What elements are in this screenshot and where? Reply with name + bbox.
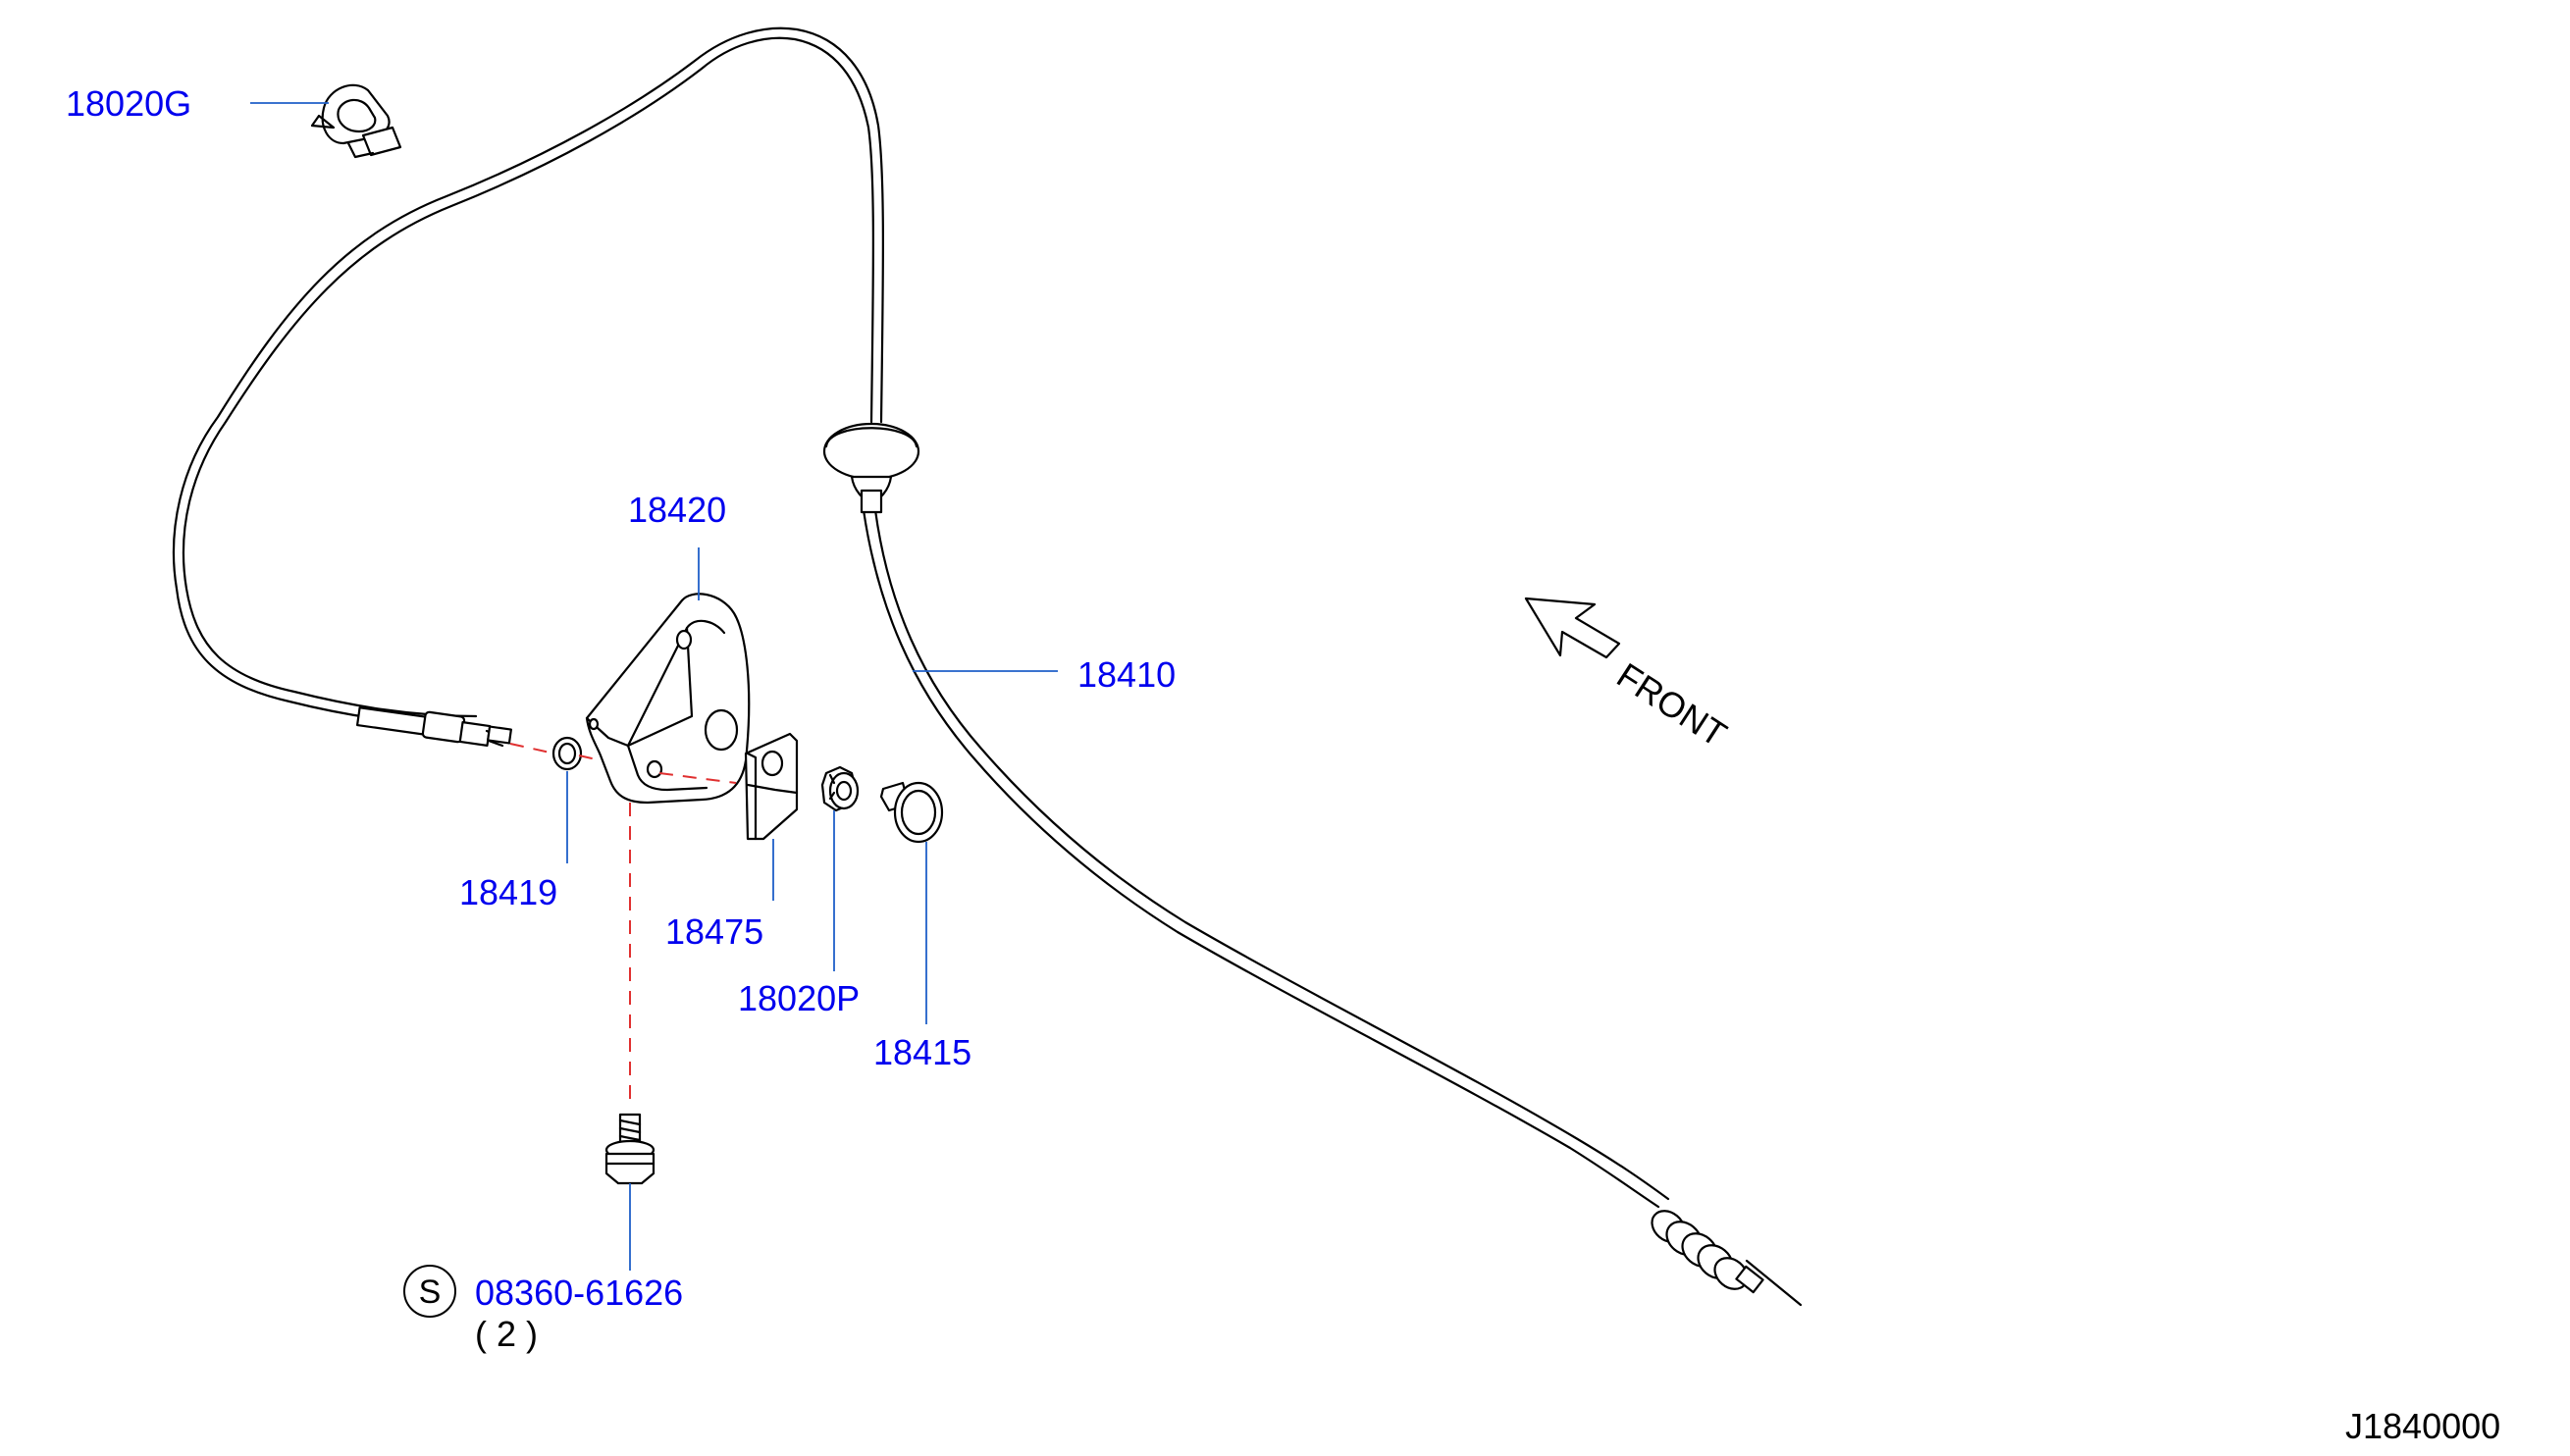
- accelerator-cable[interactable]: [172, 26, 1803, 1307]
- part-quantity-08360-61626: ( 2 ): [475, 1314, 538, 1354]
- part-label-18420[interactable]: 18420: [628, 490, 726, 530]
- part-label-18410[interactable]: 18410: [1077, 654, 1176, 695]
- bushing-18419[interactable]: [551, 736, 583, 771]
- cable-end-bellows: [1651, 1210, 1764, 1294]
- part-label-18419[interactable]: 18419: [459, 872, 557, 912]
- assembly-lines: [509, 743, 737, 1109]
- cable-grommet: [822, 422, 920, 514]
- part-label-18020p[interactable]: 18020P: [738, 978, 860, 1018]
- standard-part-symbol: S: [403, 1265, 456, 1318]
- stopper-18415[interactable]: [879, 781, 944, 844]
- part-label-18020g[interactable]: 18020G: [66, 83, 191, 124]
- leader-lines: [250, 102, 1058, 1271]
- front-label: FRONT: [1610, 654, 1734, 754]
- bolt-08360-61626[interactable]: [604, 1113, 656, 1185]
- cable-end-fitting: [355, 706, 512, 748]
- part-label-18475[interactable]: 18475: [665, 911, 763, 952]
- part-label-08360-61626[interactable]: 08360-61626: [475, 1273, 683, 1313]
- front-arrow-icon: [1524, 597, 1621, 659]
- bracket-18420[interactable]: [585, 593, 751, 805]
- standard-part-symbol-letter: S: [419, 1274, 442, 1311]
- diagram-id: J1840000: [2345, 1406, 2500, 1446]
- nut-18020p[interactable]: [820, 765, 860, 812]
- clip-18020g[interactable]: [310, 83, 402, 159]
- part-label-18415[interactable]: 18415: [873, 1032, 971, 1072]
- plate-18475[interactable]: [744, 732, 799, 841]
